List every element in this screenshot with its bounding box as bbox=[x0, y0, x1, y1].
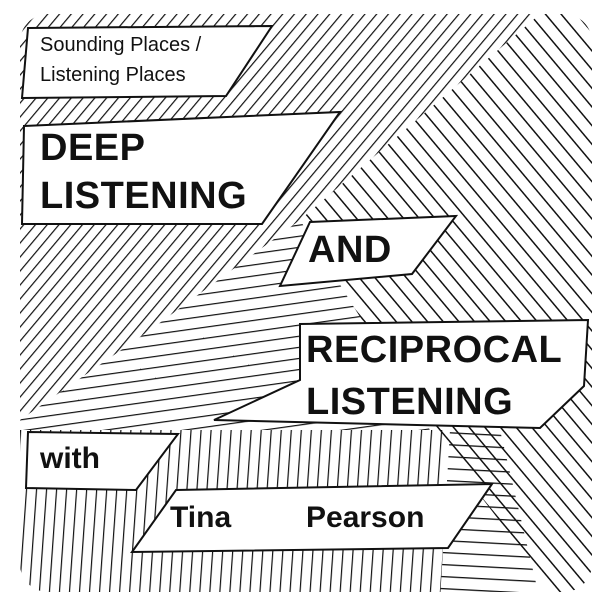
title-box bbox=[20, 110, 342, 225]
and-box bbox=[278, 214, 459, 288]
series-title-line1: Sounding Places / bbox=[40, 34, 202, 56]
guest-last-name: Pearson bbox=[306, 501, 425, 534]
with-box bbox=[24, 430, 180, 492]
title-listening: LISTENING bbox=[40, 175, 248, 217]
hatch-bottom-right bbox=[440, 430, 540, 592]
series-label-box bbox=[20, 24, 274, 100]
guest-first-name: Tina bbox=[170, 501, 232, 534]
name-box bbox=[130, 482, 494, 554]
hatch-right bbox=[300, 14, 592, 592]
hatch-top-left bbox=[20, 14, 540, 420]
with-label: with bbox=[40, 442, 100, 475]
title-and: AND bbox=[308, 229, 392, 271]
title-listening-2: LISTENING bbox=[306, 381, 514, 423]
title-deep: DEEP bbox=[40, 127, 146, 169]
series-title-line2: Listening Places bbox=[40, 64, 186, 86]
reciprocal-box bbox=[213, 318, 590, 430]
title-reciprocal: RECIPROCAL bbox=[306, 329, 563, 371]
